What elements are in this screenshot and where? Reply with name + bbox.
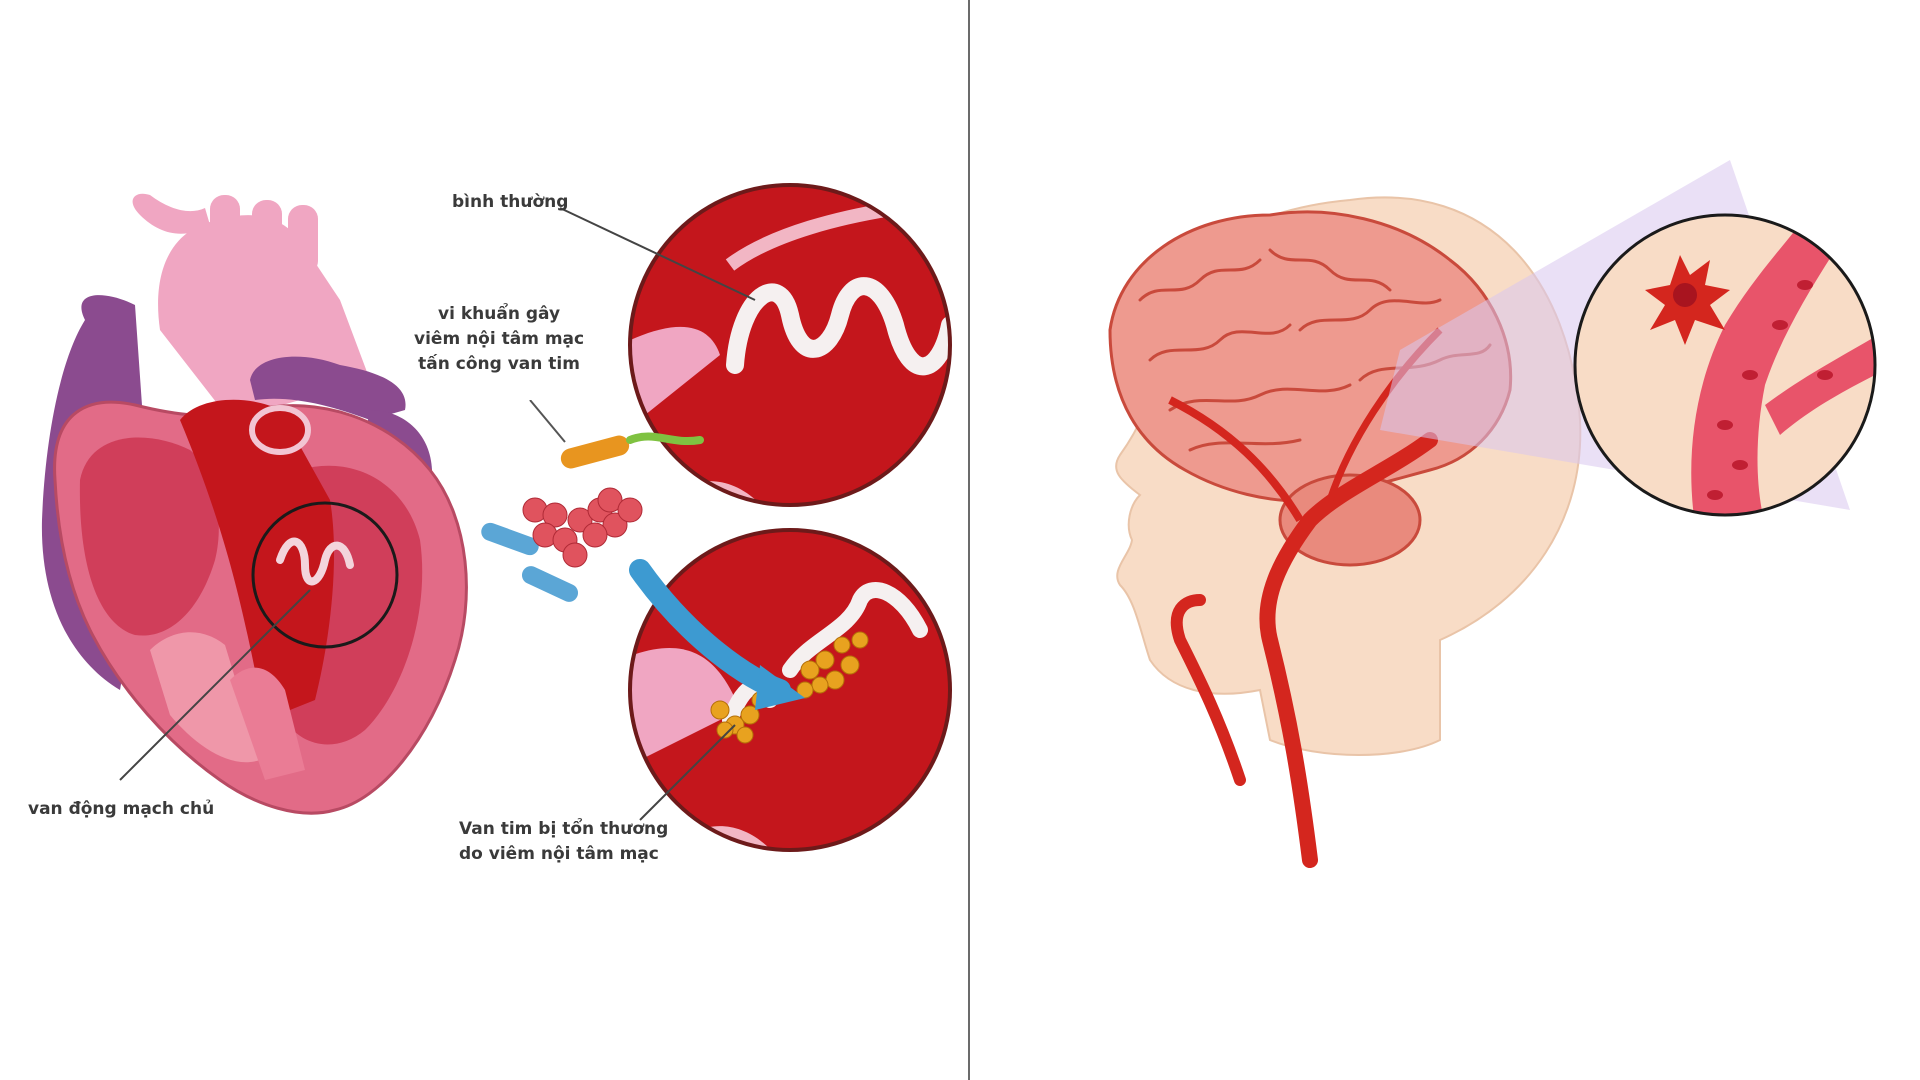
valve-zoom-normal <box>628 183 952 507</box>
panel-divider <box>968 0 970 1080</box>
label-damaged-valve: Van tim bị tổn thương do viêm nội tâm mạ… <box>459 819 669 864</box>
label-normal: bình thường <box>452 192 569 212</box>
heart-illustration <box>41 193 468 815</box>
bacteria-cluster <box>481 400 805 710</box>
blood-clot-icon <box>1645 255 1730 345</box>
pointer-lines <box>559 207 756 821</box>
blood-clot-zoom <box>1573 213 1877 517</box>
label-aortic-valve: van động mạch chủ <box>28 799 215 819</box>
brain-illustration <box>1108 160 1850 868</box>
label-bacteria: vi khuẩn gây viêm nội tâm mạc tấn công v… <box>414 304 585 374</box>
